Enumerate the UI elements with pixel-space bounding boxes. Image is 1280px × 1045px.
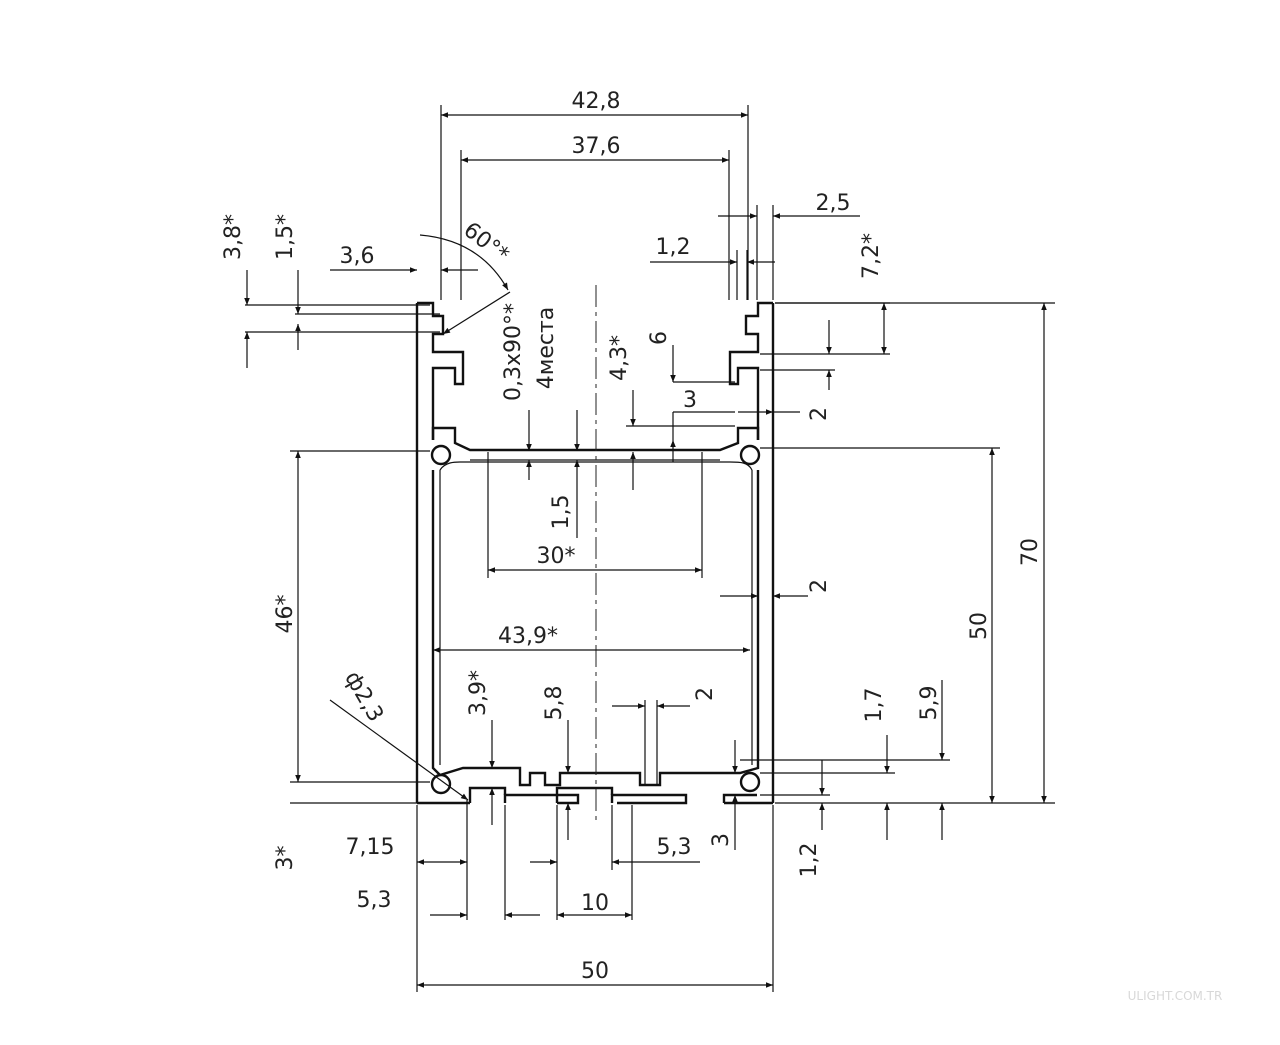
label-5-3-left: 5,3 — [357, 888, 392, 913]
dim-5-3-right: 5,3 — [530, 805, 700, 920]
inner-chamber — [431, 470, 760, 787]
label-7-2: 7,2* — [859, 233, 884, 279]
dim-37-6: 37,6 — [460, 134, 730, 300]
dim-5-3-left: 5,3 — [357, 805, 540, 920]
bottom-edge — [417, 793, 773, 805]
dim-46: 46* — [273, 450, 430, 783]
label-37-6: 37,6 — [572, 134, 621, 159]
label-chamfer: 0,3x90°* — [501, 303, 526, 401]
label-3-9: 3,9* — [466, 670, 491, 716]
label-3-left: 3* — [273, 846, 298, 871]
label-1-2-bot: 1,2 — [797, 843, 822, 878]
dim-3-9: 3,9* — [466, 670, 495, 825]
dim-43-9: 43,9* — [433, 624, 750, 653]
label-50-bottom: 50 — [581, 959, 609, 984]
label-4-places: 4места — [534, 307, 559, 390]
label-2-mid: 2 — [807, 579, 832, 593]
label-30: 30* — [537, 544, 576, 569]
label-42-8: 42,8 — [572, 89, 621, 114]
label-5-8: 5,8 — [542, 686, 567, 721]
screw-channel-bl — [430, 773, 452, 795]
label-3-top: 3 — [683, 388, 697, 413]
dim-1-2-top: 1,2 — [650, 235, 775, 300]
dim-7-15: 7,15 — [346, 800, 468, 920]
dim-50-right: 50 — [760, 447, 1055, 804]
dim-2-bot: 2 — [612, 687, 718, 785]
label-2-top: 2 — [807, 407, 832, 421]
dim-10: 10 — [557, 805, 633, 920]
label-10: 10 — [581, 891, 609, 916]
label-phi: ф2,3 — [339, 667, 388, 726]
label-3-8: 3,8* — [221, 214, 246, 260]
label-1-5-top: 1,5* — [273, 214, 298, 260]
label-2-bot: 2 — [693, 687, 718, 701]
dim-6-3: 6 3 — [647, 331, 735, 462]
label-2-5: 2,5 — [816, 191, 851, 216]
label-43-9: 43,9* — [498, 624, 558, 649]
watermark: ULIGHT.COM.TR — [1128, 989, 1223, 1003]
label-1-2-top: 1,2 — [656, 235, 691, 260]
dim-2-5: 2,5 — [718, 191, 860, 300]
label-60: 60°* — [459, 218, 514, 268]
outer-right-wall — [728, 301, 773, 440]
dim-42-8: 42,8 — [440, 89, 749, 300]
dim-1-5-top: 1,5* — [273, 214, 440, 350]
label-70: 70 — [1018, 538, 1043, 566]
label-50-right: 50 — [967, 612, 992, 640]
dim-70: 70 — [775, 302, 1055, 803]
dim-3-left: 3* — [273, 802, 417, 871]
dim-3-6: 3,6 — [330, 244, 478, 273]
dim-5-9: 5,9 — [740, 680, 950, 840]
profile-outline — [415, 301, 775, 805]
screw-channel-tr — [739, 444, 761, 466]
dim-1-5-mid: 1,5 — [526, 410, 580, 538]
label-5-9: 5,9 — [917, 686, 942, 721]
outer-left-wall — [417, 301, 465, 440]
dim-3-bot: 3 — [709, 740, 738, 850]
bottom-slot-mid — [555, 786, 614, 803]
label-46: 46* — [273, 595, 298, 634]
label-3-6: 3,6 — [340, 244, 375, 269]
screw-channel-tl — [430, 444, 452, 466]
dim-3-8: 3,8* — [221, 214, 440, 368]
dim-7-2: 7,2* — [760, 233, 890, 355]
dim-2-mid: 2 — [720, 579, 832, 599]
label-5-3-right: 5,3 — [657, 835, 692, 860]
dim-1-2-bot: 1,2 — [760, 760, 830, 878]
dim-50-bottom: 50 — [416, 805, 774, 992]
dim-30: 30* — [487, 452, 703, 578]
upper-floor — [431, 426, 760, 452]
label-6: 6 — [647, 331, 672, 345]
dim-phi: ф2,3 — [329, 667, 469, 801]
dim-chamfer: 0,3x90°* 4места — [442, 291, 559, 401]
label-1-7: 1,7 — [862, 688, 887, 723]
label-7-15: 7,15 — [346, 835, 395, 860]
bottom-slot-left — [468, 786, 507, 803]
screw-channel-br — [739, 771, 761, 793]
dim-2-top: 2 — [738, 320, 835, 421]
dim-1-7: 1,7 — [760, 688, 895, 840]
dim-5-8: 5,8 — [542, 686, 571, 840]
label-3-bot: 3 — [709, 833, 734, 847]
dim-4-3: 4,3* — [607, 335, 735, 490]
label-4-3: 4,3* — [607, 335, 632, 381]
label-1-5-mid: 1,5 — [549, 495, 574, 530]
dim-60-angle: 60°* — [419, 218, 514, 291]
